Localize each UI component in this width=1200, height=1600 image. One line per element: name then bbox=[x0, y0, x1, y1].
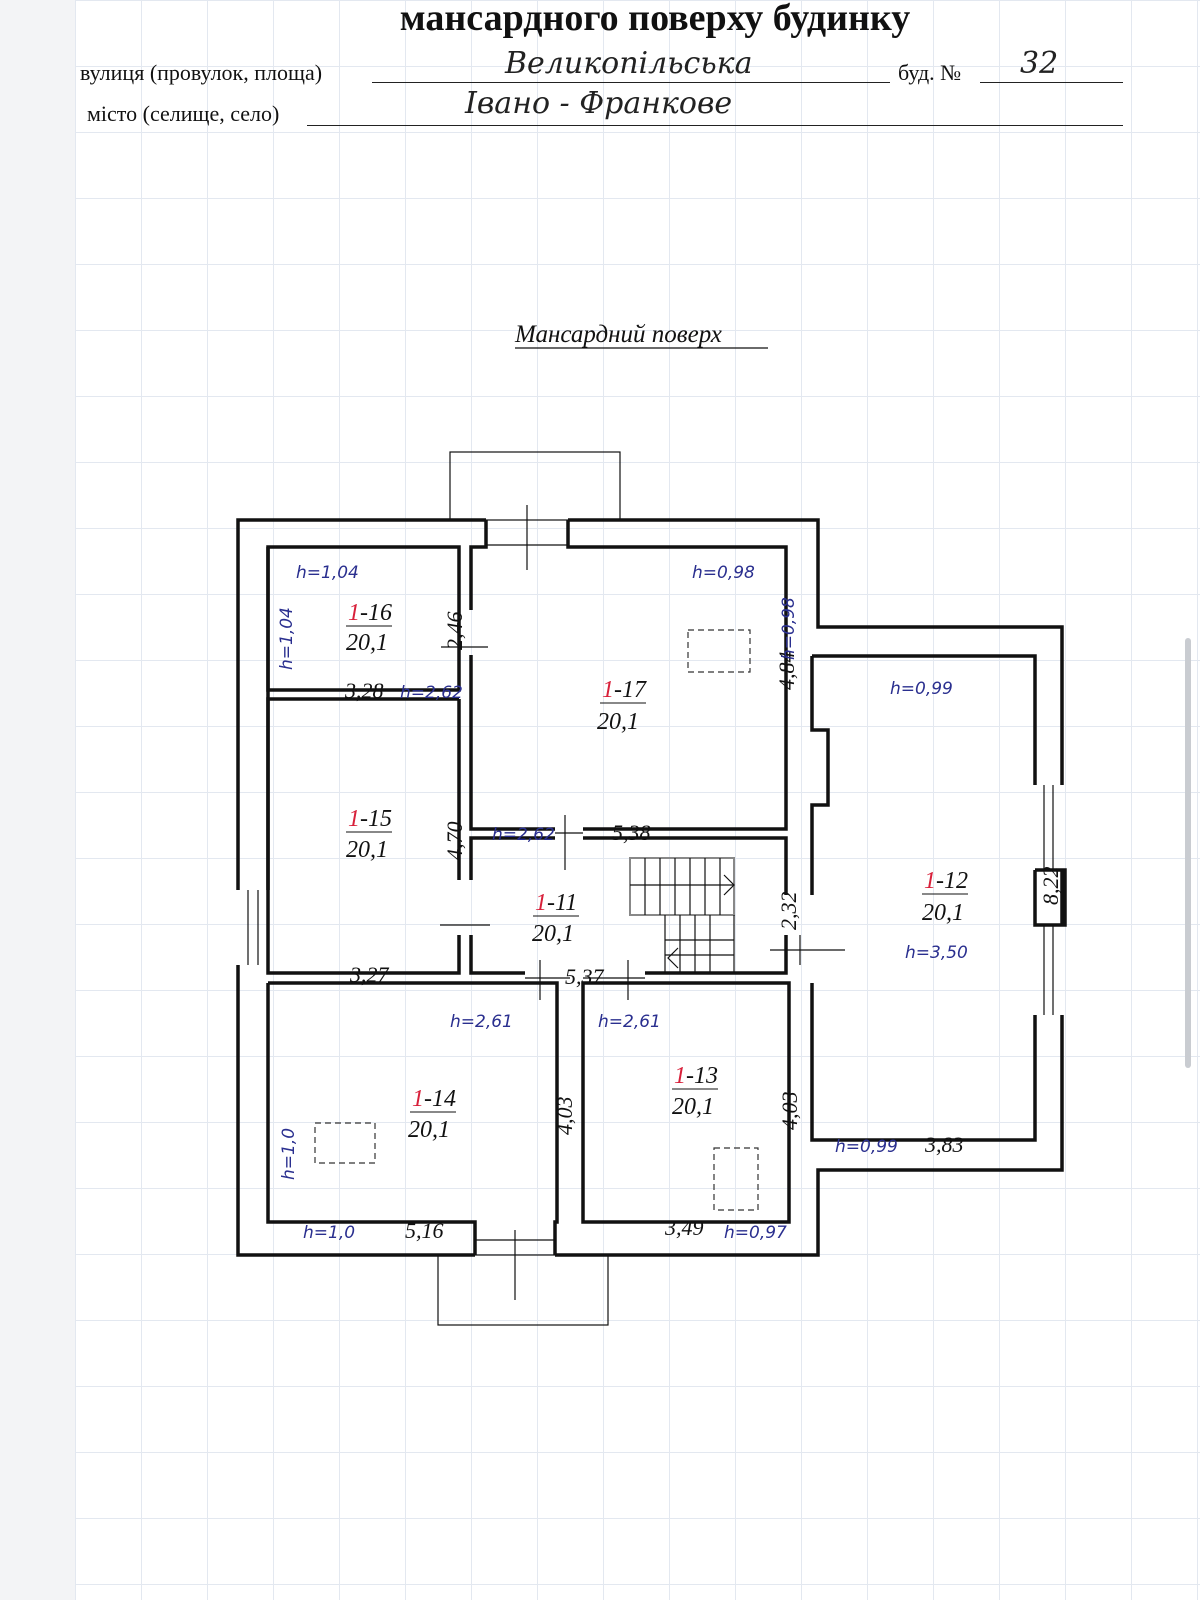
height-note: h=0,99 bbox=[835, 1137, 898, 1157]
staircase bbox=[629, 857, 735, 973]
svg-text:20,1: 20,1 bbox=[922, 900, 964, 926]
grid-paper bbox=[75, 0, 1200, 1600]
height-note: h=1,0 bbox=[303, 1223, 355, 1243]
height-note: h=0,97 bbox=[724, 1223, 787, 1243]
dimension: 3,83 bbox=[924, 1132, 964, 1157]
room-label: 1-11 20,1 bbox=[532, 890, 579, 947]
height-note: h=1,0 bbox=[279, 1128, 299, 1180]
room-label: 1-12 20,1 bbox=[922, 868, 968, 926]
height-note: h=2,62 bbox=[492, 825, 555, 845]
room-label: 1-17 20,1 bbox=[597, 677, 647, 735]
building-value: 32 bbox=[1020, 46, 1059, 81]
skylight-icon bbox=[314, 1122, 376, 1164]
dimension: 4,03 bbox=[552, 1097, 577, 1136]
svg-text:1-17: 1-17 bbox=[602, 677, 647, 703]
skylights bbox=[314, 629, 759, 1211]
bottom-porch bbox=[437, 1254, 609, 1326]
svg-text:1-13: 1-13 bbox=[674, 1063, 718, 1089]
doors bbox=[440, 505, 845, 1300]
dimension: 4,03 bbox=[777, 1092, 802, 1131]
dimension: 3,28 bbox=[344, 678, 384, 703]
dimension: 5,37 bbox=[565, 964, 605, 989]
city-label: місто (селище, село) bbox=[87, 101, 280, 126]
walls bbox=[236, 451, 1067, 1326]
plan-title: Мансардний поверх bbox=[514, 321, 722, 348]
height-note: h=3,50 bbox=[905, 943, 968, 963]
scrollbar[interactable] bbox=[1185, 638, 1191, 1068]
room-label: 1-13 20,1 bbox=[672, 1063, 718, 1120]
height-note: h=0,98 bbox=[692, 563, 755, 583]
city-field bbox=[307, 95, 1123, 126]
height-note: h=2,61 bbox=[450, 1012, 513, 1032]
dimension: 4,70 bbox=[442, 822, 467, 861]
skylight-icon bbox=[713, 1147, 759, 1211]
city-value: Івано - Франкове bbox=[465, 86, 733, 121]
svg-text:20,1: 20,1 bbox=[532, 921, 574, 947]
top-porch bbox=[449, 451, 621, 521]
height-note: h=0,98 bbox=[779, 597, 799, 660]
svg-text:20,1: 20,1 bbox=[408, 1117, 450, 1143]
svg-text:20,1: 20,1 bbox=[672, 1094, 714, 1120]
dimension: 3,27 bbox=[349, 962, 390, 987]
room-1-16 bbox=[266, 545, 461, 692]
svg-text:1-12: 1-12 bbox=[924, 868, 968, 894]
height-note: h=1,04 bbox=[296, 563, 359, 583]
skylight-icon bbox=[687, 629, 751, 673]
svg-text:1-14: 1-14 bbox=[412, 1086, 456, 1112]
dimension: 4,84 bbox=[774, 652, 799, 691]
dimension: 2,46 bbox=[442, 612, 467, 651]
svg-text:20,1: 20,1 bbox=[597, 709, 639, 735]
building-label: буд. № bbox=[898, 60, 962, 85]
room-1-13 bbox=[581, 981, 791, 1224]
room-label: 1-16 20,1 bbox=[346, 600, 392, 656]
street-field bbox=[372, 52, 890, 83]
dimension: 5,38 bbox=[612, 820, 651, 845]
page-title: мансардного поверху будинку bbox=[399, 0, 911, 39]
dimension: 8,22 bbox=[1038, 867, 1063, 906]
street-value: Великопільська bbox=[505, 46, 753, 81]
svg-text:1-16: 1-16 bbox=[348, 600, 392, 626]
height-note: h=2,61 bbox=[598, 1012, 661, 1032]
dimension: 5,16 bbox=[405, 1218, 444, 1243]
building-field bbox=[980, 52, 1123, 83]
windows bbox=[247, 785, 1054, 1015]
svg-text:1-15: 1-15 bbox=[348, 806, 392, 832]
dimension: 2,32 bbox=[776, 892, 801, 931]
svg-text:1-11: 1-11 bbox=[535, 890, 577, 916]
svg-text:20,1: 20,1 bbox=[346, 630, 388, 656]
street-label: вулиця (провулок, площа) bbox=[80, 60, 323, 85]
height-note: h=1,04 bbox=[277, 607, 297, 670]
room-label: 1-15 20,1 bbox=[346, 806, 392, 863]
dimension: 3,49 bbox=[664, 1215, 704, 1240]
height-note: h=2,62 bbox=[400, 683, 463, 703]
room-label: 1-14 20,1 bbox=[408, 1086, 456, 1143]
svg-text:20,1: 20,1 bbox=[346, 837, 388, 863]
height-note: h=0,99 bbox=[890, 679, 953, 699]
